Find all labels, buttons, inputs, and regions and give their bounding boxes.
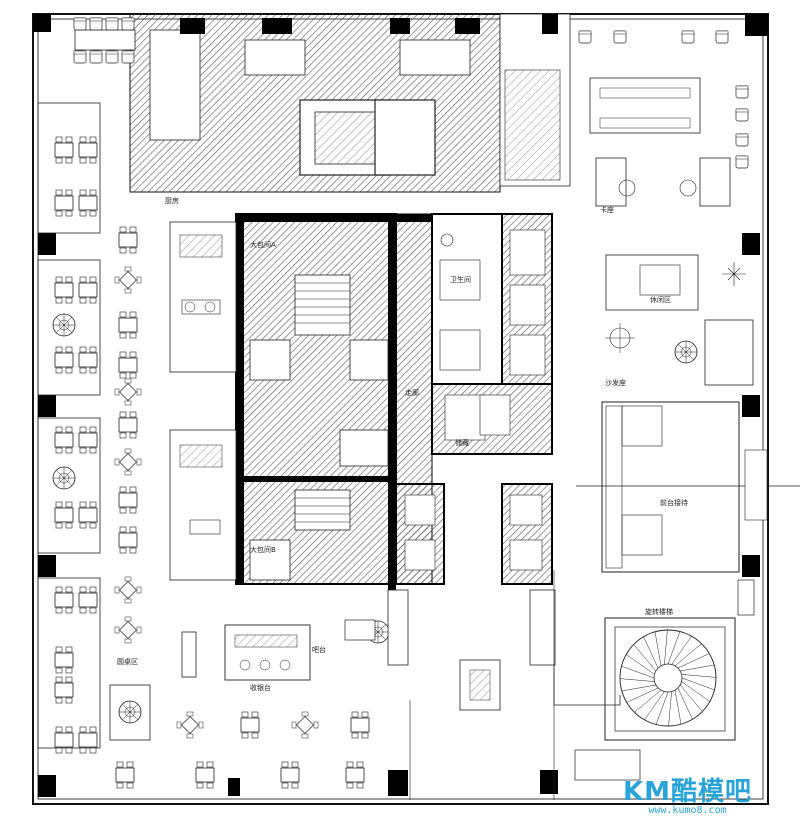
label-spiral-stair: 旋转楼梯	[645, 607, 673, 616]
label-bar: 吧台	[312, 645, 326, 654]
stair-step	[681, 674, 717, 678]
stair-step	[633, 644, 657, 672]
stair-step	[634, 689, 662, 713]
stair-step	[680, 664, 715, 672]
stair-step	[681, 681, 710, 702]
stair-step	[668, 691, 672, 727]
watermark: KM酷模吧 www.kumo8.com	[623, 779, 752, 816]
label-kitchen: 厨房	[165, 196, 179, 205]
stair-step	[626, 687, 659, 703]
stair-step	[677, 653, 710, 669]
stair-step	[621, 665, 655, 679]
stair-step	[655, 691, 669, 725]
label-lounge: 休闲区	[650, 295, 671, 304]
label-corridor: 走廊	[405, 388, 419, 397]
label-cashier: 收银台	[250, 683, 271, 692]
stair-step	[654, 631, 662, 666]
label-sofa-seating: 沙发座	[605, 378, 626, 387]
stair-step	[677, 687, 693, 720]
label-private-room-a: 大包间A	[250, 240, 276, 249]
label-round-table-area: 圆桌区	[117, 657, 138, 666]
stair-step	[664, 629, 668, 665]
label-washroom: 卫生间	[450, 275, 471, 284]
stair-step	[621, 684, 656, 692]
label-seat-booth: 卡座	[600, 205, 614, 214]
stair-step	[626, 654, 655, 675]
stair-step	[681, 677, 715, 691]
label-reception: 前台接待	[660, 498, 688, 507]
stair-step	[619, 678, 655, 682]
spiral-stair-steps	[619, 629, 717, 727]
stair-step	[667, 631, 681, 665]
watermark-brand: KM酷模吧	[622, 777, 752, 807]
stair-step	[674, 690, 682, 725]
stair-step	[674, 643, 702, 667]
stair-step	[679, 684, 703, 712]
stair-step	[644, 691, 665, 720]
label-private-room-b: 大包间B	[250, 545, 276, 554]
watermark-url: www.kumo8.com	[648, 805, 727, 816]
label-storage: 储藏	[455, 438, 469, 447]
stair-step	[643, 636, 659, 669]
stair-step	[671, 636, 692, 665]
